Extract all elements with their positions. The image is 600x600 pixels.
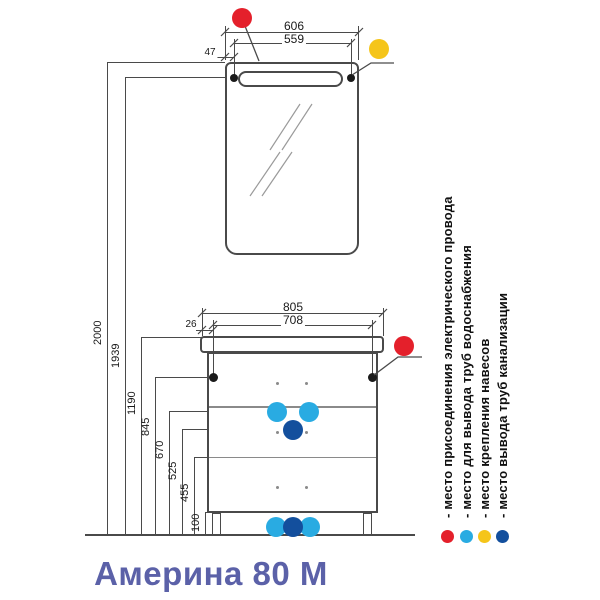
vanity-leg-left — [212, 513, 221, 535]
vanity-hanger-left — [209, 373, 218, 382]
dim-label-47: 47 — [202, 47, 218, 58]
legend-label-hangers: - место крепления навесов — [477, 338, 492, 518]
water-supply-dot — [267, 402, 287, 422]
dim-label-708: 708 — [280, 313, 306, 327]
dim-label-559: 559 — [281, 32, 307, 46]
dim-label-805: 805 — [280, 300, 306, 314]
dim-606-line — [225, 32, 359, 33]
ext-805-left — [202, 308, 203, 336]
dim-line-1939 — [125, 77, 126, 535]
vanity-divider-bottom — [209, 457, 376, 458]
legend-electric-dot — [441, 530, 454, 543]
legend-label-sewage: - место вывода труб канализации — [495, 292, 510, 518]
dim-line-100 — [205, 512, 206, 535]
connector-1190 — [141, 337, 202, 338]
legend-hangers-dot — [478, 530, 491, 543]
ext-708-right — [372, 320, 373, 375]
dim-line-1190 — [141, 337, 142, 535]
dim-label-2000: 2000 — [92, 320, 104, 345]
legend-label-water: - место для вывода труб водоснабжения — [459, 245, 474, 518]
handle-dot — [276, 431, 279, 434]
ext-606-left — [225, 26, 226, 60]
connector-1939 — [125, 77, 232, 78]
dim-label-670: 670 — [154, 440, 166, 459]
water-supply-dot — [299, 402, 319, 422]
water-supply-dot — [266, 517, 286, 537]
mirror-hanger-right — [347, 74, 355, 82]
mirror-hanger-left — [230, 74, 238, 82]
handle-dot — [305, 486, 308, 489]
leader-vanity-electric — [373, 356, 422, 376]
dim-label-525: 525 — [167, 461, 179, 480]
dim-line-670 — [169, 411, 170, 535]
vanity-countertop — [200, 336, 384, 353]
legend-water-dot — [460, 530, 473, 543]
vanity-hanger-right — [368, 373, 377, 382]
sewage-outlet-dot — [283, 420, 303, 440]
electric-connection-dot — [232, 8, 252, 28]
dim-label-26: 26 — [183, 319, 199, 330]
handle-dot — [276, 382, 279, 385]
floor-line — [85, 534, 415, 536]
dim-805-line — [202, 313, 383, 314]
ext-708-left — [213, 320, 214, 375]
vanity-divider-top — [209, 406, 376, 408]
sewage-outlet-dot — [283, 517, 303, 537]
dim-line-455 — [194, 457, 195, 535]
connector-845 — [155, 377, 212, 378]
handle-dot — [305, 431, 308, 434]
dim-26-line — [196, 330, 213, 331]
electric-connection-dot — [394, 336, 414, 356]
connector-2000 — [107, 62, 225, 63]
mirror-cabinet — [225, 62, 359, 255]
handle-dot — [276, 486, 279, 489]
dim-label-606: 606 — [281, 19, 307, 33]
legend-sewage-dot — [496, 530, 509, 543]
vanity-leg-right — [363, 513, 372, 535]
water-supply-dot — [300, 517, 320, 537]
hangers-mount-dot — [369, 39, 389, 59]
dim-label-455: 455 — [179, 483, 191, 502]
mirror-light-fixture — [238, 71, 343, 87]
handle-dot — [305, 382, 308, 385]
dim-line-845 — [155, 377, 156, 535]
dim-label-1939: 1939 — [110, 343, 122, 368]
ext-606-right — [358, 26, 359, 60]
dim-label-845: 845 — [140, 417, 152, 436]
ext-805-right — [383, 308, 384, 336]
product-title: Америна 80 М — [94, 555, 328, 592]
legend-label-electric: - место присоединения электрического про… — [440, 196, 455, 518]
dim-line-2000 — [107, 62, 108, 535]
dim-label-1190: 1190 — [126, 391, 138, 415]
ext-559-right — [351, 39, 352, 75]
connector-455 — [194, 457, 208, 458]
dim-47-line — [216, 57, 235, 58]
dim-label-100: 100 — [190, 513, 202, 532]
dim-line-525 — [182, 429, 183, 535]
